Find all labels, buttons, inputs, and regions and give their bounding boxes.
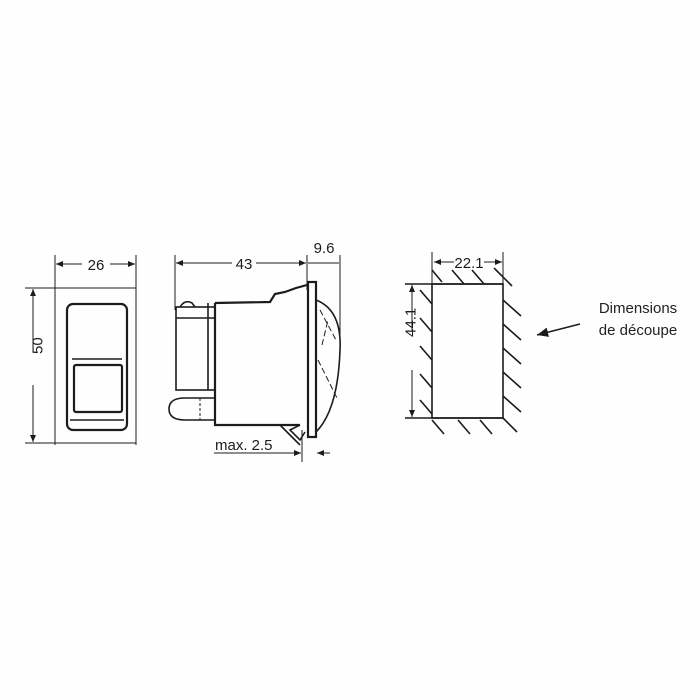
rocker-outline	[65, 302, 129, 432]
indicator-window	[72, 363, 124, 414]
cutout-label-line1: Dimensions	[598, 300, 678, 317]
front-width-dim: 26	[88, 257, 105, 274]
front-view: 26 50	[25, 255, 137, 445]
cutout-height-dim: 44.1	[402, 308, 419, 337]
cutout-label: Dimensions de découpe	[582, 298, 694, 342]
pointer-arrow	[536, 323, 581, 337]
cutout-rect	[431, 283, 504, 419]
front-height-dim: 50	[30, 337, 47, 354]
rocker-height-dim: 9.6	[314, 240, 335, 257]
side-length-dim: 43	[236, 256, 253, 273]
panel-thickness-dim: max. 2.5	[215, 437, 273, 454]
cutout-view: 22.1 44.1	[402, 252, 581, 435]
cutout-label-line2: de découpe	[598, 322, 678, 339]
side-view: 43 9.6 max. 2.5	[168, 240, 341, 462]
cutout-width-dim: 22.1	[454, 255, 483, 272]
